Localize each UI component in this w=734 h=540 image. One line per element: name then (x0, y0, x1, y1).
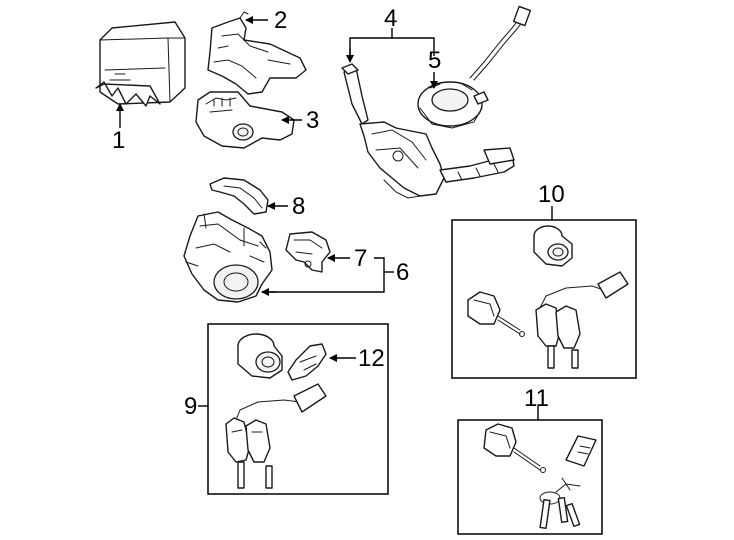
box-10-lock-cylinder[interactable] (533, 225, 573, 267)
box-9-lock-cylinder[interactable] (237, 333, 283, 379)
part-7-switch-bracket[interactable] (285, 231, 331, 273)
box-9-bracket-12[interactable] (287, 343, 327, 381)
box-10-key-fob[interactable] (535, 271, 629, 369)
part-4-combination-switch[interactable] (341, 63, 515, 199)
box-11 (457, 419, 603, 535)
part-8-shroud-bracket[interactable] (209, 177, 269, 215)
callout-7: 7 (354, 245, 367, 272)
callout-3: 3 (306, 107, 319, 134)
part-2-lower-column-cover[interactable] (207, 11, 307, 95)
part-3-column-bezel[interactable] (195, 91, 295, 149)
box-11-key-fob[interactable] (539, 435, 597, 529)
callout-12: 12 (358, 345, 385, 372)
box-10 (451, 219, 637, 379)
box-9 (207, 323, 389, 495)
part-6-lock-housing[interactable] (183, 211, 273, 303)
callout-10: 10 (538, 181, 565, 208)
callout-5: 5 (428, 47, 441, 74)
callout-8: 8 (292, 193, 305, 220)
leader-lines (116, 16, 553, 420)
box-10-ignition-switch[interactable] (467, 291, 525, 337)
part-5-clock-spring[interactable] (417, 5, 532, 129)
callout-4: 4 (384, 5, 397, 32)
callout-9: 9 (184, 393, 197, 420)
callout-11: 11 (524, 385, 549, 412)
callout-6: 6 (396, 259, 409, 286)
callout-1: 1 (112, 127, 125, 154)
box-9-key-fob[interactable] (225, 383, 327, 489)
callout-2: 2 (274, 7, 287, 34)
box-11-ignition-switch[interactable] (483, 423, 546, 473)
part-1-upper-column-cover[interactable] (95, 21, 186, 107)
